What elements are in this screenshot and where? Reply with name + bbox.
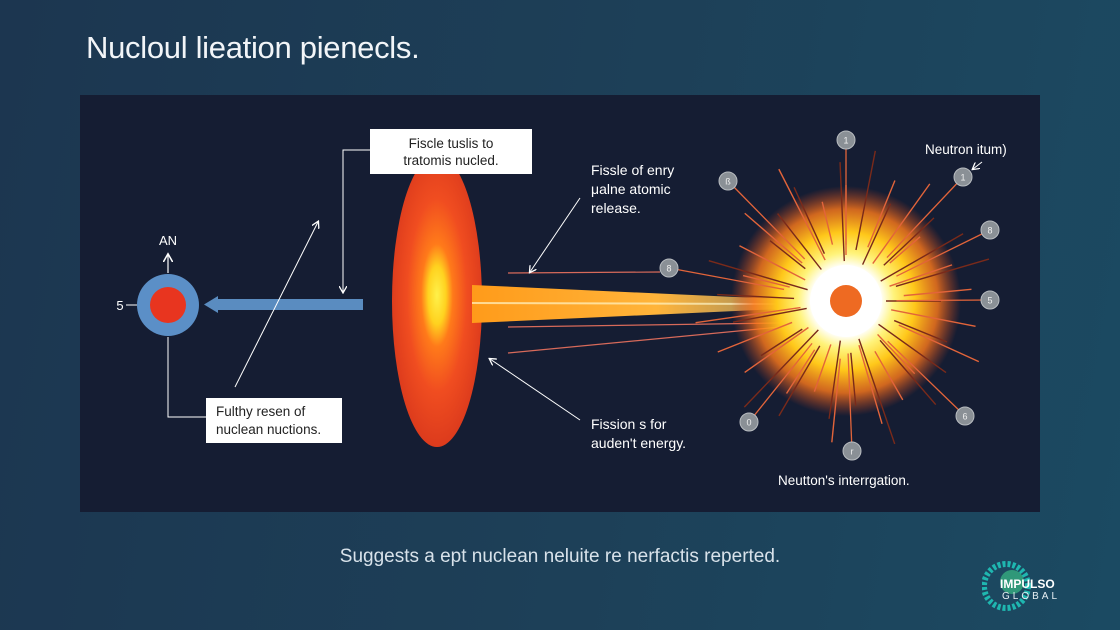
burst-ray bbox=[891, 309, 976, 327]
neutron-marker bbox=[659, 258, 679, 278]
neutron-markers: 1 ß 1 8 5 8 0 r 6 bbox=[659, 130, 1000, 461]
neutron-path bbox=[727, 180, 806, 260]
neutron-marker-label: 1 bbox=[960, 173, 965, 183]
burst-ray bbox=[893, 319, 948, 343]
daughter-nucleus bbox=[830, 285, 862, 317]
page-title: Nucloul lieation pienecls. bbox=[86, 30, 420, 65]
burst-ray bbox=[839, 162, 845, 262]
burst-ray bbox=[769, 240, 806, 270]
burst-ray bbox=[872, 183, 931, 265]
neutron-path bbox=[886, 176, 964, 259]
burst-ray bbox=[867, 180, 896, 248]
burst-ray bbox=[732, 307, 807, 323]
fissile-nucleus-ellipse bbox=[392, 155, 482, 447]
box-top-line2: tratomis nucled. bbox=[403, 153, 498, 168]
neutron-marker-label: r bbox=[851, 447, 854, 457]
left-atom: AN 5 bbox=[116, 233, 208, 418]
burst-ray bbox=[717, 293, 795, 300]
burst-ray bbox=[877, 333, 916, 375]
box-top-line1: Fiscle tuslis to bbox=[409, 136, 494, 151]
neutron-marker bbox=[842, 441, 862, 461]
neutron-marker-label: ß bbox=[725, 177, 731, 187]
diagram-panel: AN 5 1 ß 1 8 5 8 0 r 6 Fiscle tuslis to tratomis… bbox=[80, 95, 1040, 512]
neutron-path bbox=[748, 342, 813, 423]
fission-line1: Fission s for bbox=[591, 416, 667, 432]
neutron-marker-label: 1 bbox=[843, 136, 848, 146]
neutron-marker bbox=[836, 130, 856, 150]
label-box-bottom bbox=[206, 398, 342, 443]
impulso-global-logo: IMPULSO GLOBAL bbox=[982, 560, 1062, 612]
globe-icon bbox=[982, 561, 1031, 611]
label-box-top bbox=[370, 129, 532, 174]
burst-ray bbox=[895, 258, 990, 288]
neutron-marker bbox=[953, 167, 973, 187]
neutron-path bbox=[847, 353, 853, 452]
burst-ray bbox=[744, 212, 803, 264]
burst-ray bbox=[861, 203, 892, 265]
neutron-integration-label: Neutton's interrgation. bbox=[778, 473, 910, 488]
burst-ray bbox=[889, 264, 953, 287]
burst-ray bbox=[855, 150, 877, 251]
neutron-marker bbox=[980, 290, 1000, 310]
burst-ray bbox=[880, 233, 964, 282]
burst-ray bbox=[821, 201, 834, 245]
burst-ray bbox=[785, 349, 816, 394]
neutron-marker bbox=[980, 220, 1000, 240]
fissle-line1: Fissle of enry bbox=[591, 162, 674, 178]
atom-nucleus bbox=[150, 287, 186, 323]
burst-ray bbox=[850, 352, 857, 406]
neutron-marker bbox=[955, 406, 975, 426]
burst-ray bbox=[777, 213, 822, 270]
box-bottom-line2: nuclean nuctions. bbox=[216, 422, 321, 437]
box-bottom-line1: Fulthy resen of bbox=[216, 404, 306, 419]
burst-ray bbox=[708, 260, 808, 291]
an-label: AN bbox=[159, 233, 177, 248]
burst-ray bbox=[831, 358, 841, 443]
burst-ray bbox=[858, 338, 896, 445]
burst-rays bbox=[695, 150, 990, 445]
neutron-path bbox=[896, 299, 991, 302]
burst-ray bbox=[889, 236, 921, 264]
neutron-path bbox=[887, 340, 966, 417]
burst-ray bbox=[739, 245, 806, 281]
logo-line2: GLOBAL bbox=[1002, 591, 1061, 602]
burst-ray bbox=[778, 168, 826, 261]
five-label: 5 bbox=[116, 298, 123, 313]
neutron-marker-label: 0 bbox=[746, 418, 751, 428]
burst-ray bbox=[858, 344, 883, 425]
neutron-marker bbox=[718, 171, 738, 191]
fissle-line2: μalne atomic bbox=[591, 181, 671, 197]
burst-ray bbox=[778, 345, 821, 417]
fission-diagram: AN 5 1 ß 1 8 5 8 0 r 6 Fiscle tuslis to tratomis… bbox=[116, 129, 1007, 488]
burst-ray bbox=[828, 340, 842, 419]
neutron-path bbox=[896, 229, 991, 277]
burst-ray bbox=[903, 288, 972, 297]
neutron-marker-label: 8 bbox=[987, 226, 992, 236]
burst-ray bbox=[879, 339, 937, 405]
burst-ray bbox=[717, 321, 793, 353]
burst-ray bbox=[793, 187, 826, 254]
burst-ray bbox=[883, 217, 935, 266]
caption: Suggests a ept nuclean neluite re nerfac… bbox=[339, 546, 781, 567]
burst-ray bbox=[898, 324, 980, 363]
neutron-marker-label: 6 bbox=[962, 412, 967, 422]
neutron-marker-label: 5 bbox=[987, 296, 992, 306]
burst-ray bbox=[744, 326, 809, 374]
neutron-path bbox=[668, 267, 785, 291]
burst-ray bbox=[813, 344, 832, 392]
burst-ray bbox=[695, 306, 801, 324]
neutron-marker bbox=[739, 412, 759, 432]
burst-ray bbox=[742, 274, 790, 288]
fission-line2: auden't energy. bbox=[591, 435, 686, 451]
logo-line1: IMPULSO bbox=[1000, 577, 1055, 591]
blue-arrow bbox=[204, 296, 363, 313]
neutron-item-label: Neutron itum) bbox=[925, 142, 1007, 157]
burst-ray bbox=[760, 328, 803, 357]
burst-ray bbox=[874, 350, 904, 401]
neutron-marker-label: 8 bbox=[666, 264, 671, 274]
burst-ray bbox=[878, 323, 947, 374]
fissle-line3: release. bbox=[591, 200, 641, 216]
burst-ray bbox=[743, 329, 819, 408]
